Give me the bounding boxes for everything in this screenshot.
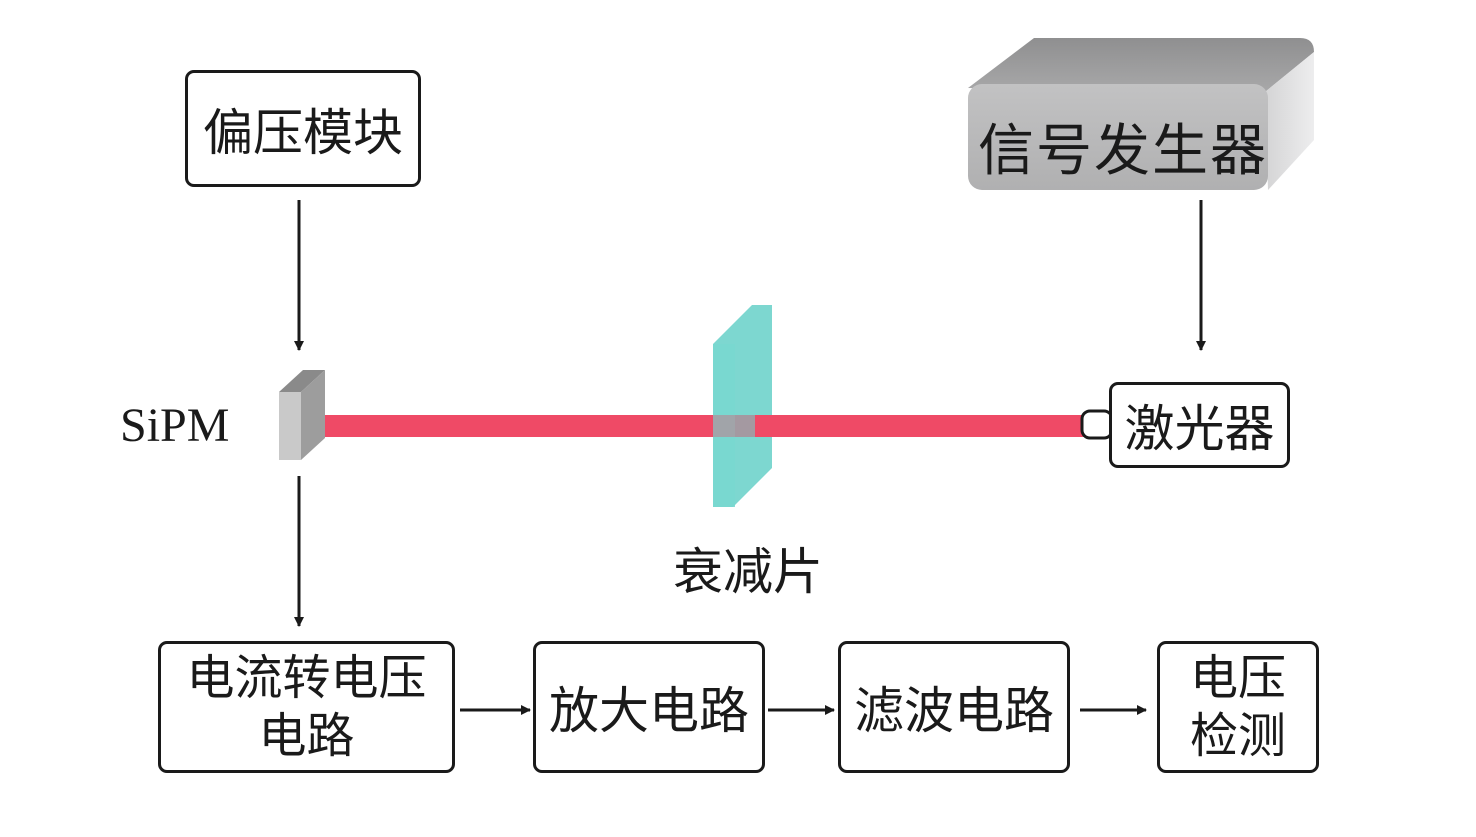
sipm-side-face bbox=[301, 370, 325, 460]
filter-label: 滤波电路 bbox=[854, 682, 1054, 740]
iv-converter-box: 电流转电压 电路 bbox=[158, 641, 455, 773]
sipm-sensor bbox=[279, 370, 325, 460]
signal-generator-label: 信号发生器 bbox=[978, 119, 1268, 184]
attenuator-plate bbox=[713, 305, 772, 507]
iv-converter-label-line2: 电路 bbox=[258, 708, 355, 764]
voltage-detect-label-line2: 检测 bbox=[1189, 708, 1286, 764]
signal-generator-front-face bbox=[968, 84, 1268, 190]
laser-label: 激光器 bbox=[1124, 400, 1275, 458]
amplifier-label: 放大电路 bbox=[549, 682, 749, 740]
sipm-label: SiPM bbox=[120, 399, 230, 452]
filter-box: 滤波电路 bbox=[838, 641, 1070, 773]
sipm-top-face bbox=[279, 370, 325, 392]
signal-generator-side-face bbox=[1265, 52, 1314, 190]
laser-box: 激光器 bbox=[1109, 382, 1290, 468]
voltage-detect-label-line1: 电压 bbox=[1189, 650, 1286, 706]
laser-aperture bbox=[1080, 409, 1114, 440]
attenuator-front bbox=[713, 344, 735, 507]
amplifier-box: 放大电路 bbox=[533, 641, 765, 773]
attenuator-label: 衰减片 bbox=[673, 543, 823, 601]
signal-generator-top-face bbox=[968, 38, 1314, 92]
voltage-detect-box: 电压 检测 bbox=[1157, 641, 1319, 773]
bias-module-box: 偏压模块 bbox=[185, 70, 421, 187]
bias-module-label: 偏压模块 bbox=[203, 103, 403, 162]
iv-converter-label-line1: 电流转电压 bbox=[186, 650, 427, 706]
signal-generator-device bbox=[968, 38, 1314, 190]
sipm-front-face bbox=[279, 392, 301, 460]
